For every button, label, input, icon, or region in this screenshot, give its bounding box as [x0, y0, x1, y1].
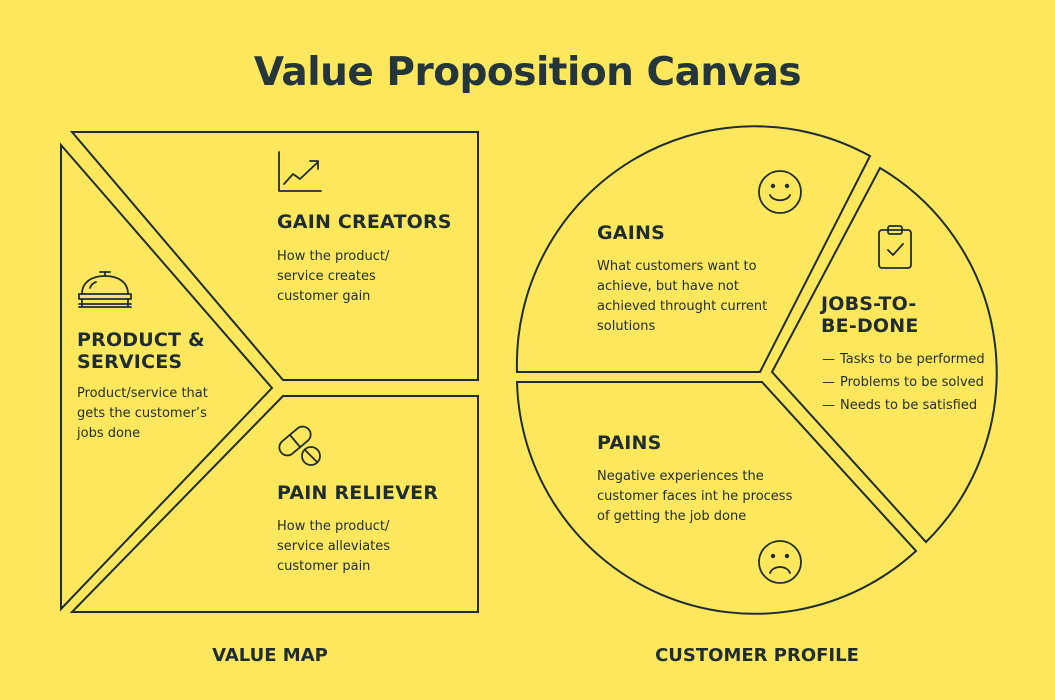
- product-services-panel: [60, 142, 274, 612]
- pain-reliever-description: How the product/ service alleviates cust…: [277, 519, 391, 574]
- list-item: —Problems to be solved: [822, 375, 984, 390]
- pains-description: Negative experiences the customer faces …: [597, 469, 793, 524]
- sad-face-icon: [758, 540, 802, 584]
- product-services-heading: PRODUCT & SERVICES: [77, 329, 205, 373]
- jobs-list: —Tasks to be performed —Problems to be s…: [822, 348, 985, 417]
- trend-up-chart-icon: [278, 151, 322, 192]
- gain-creators-heading: GAIN CREATORS: [277, 211, 452, 233]
- smiley-face-icon: [758, 170, 802, 214]
- gain-creators-description: How the product/ service creates custome…: [277, 249, 390, 304]
- gains-segment: [515, 125, 872, 373]
- pills-icon: [278, 425, 321, 466]
- gains-description: What customers want to achieve, but have…: [597, 259, 768, 334]
- value-map-label: VALUE MAP: [212, 645, 328, 666]
- gains-heading: GAINS: [597, 222, 665, 244]
- list-item: —Tasks to be performed: [822, 352, 985, 367]
- clipboard-check-icon: [878, 225, 912, 269]
- jobs-to-be-done-heading: JOBS-TO- BE-DONE: [821, 293, 919, 337]
- jobs-segment: [770, 166, 998, 544]
- pain-reliever-panel: [69, 395, 479, 613]
- product-services-description: Product/service that gets the customer’s…: [77, 386, 208, 441]
- pains-segment: [515, 381, 918, 615]
- serving-cloche-icon: [78, 271, 132, 308]
- list-item: —Needs to be satisfied: [822, 398, 978, 413]
- page-title: Value Proposition Canvas: [253, 50, 802, 95]
- pains-heading: PAINS: [597, 432, 662, 454]
- customer-profile-label: CUSTOMER PROFILE: [655, 645, 859, 666]
- gain-creators-panel: [69, 131, 479, 381]
- pain-reliever-heading: PAIN RELIEVER: [277, 482, 439, 504]
